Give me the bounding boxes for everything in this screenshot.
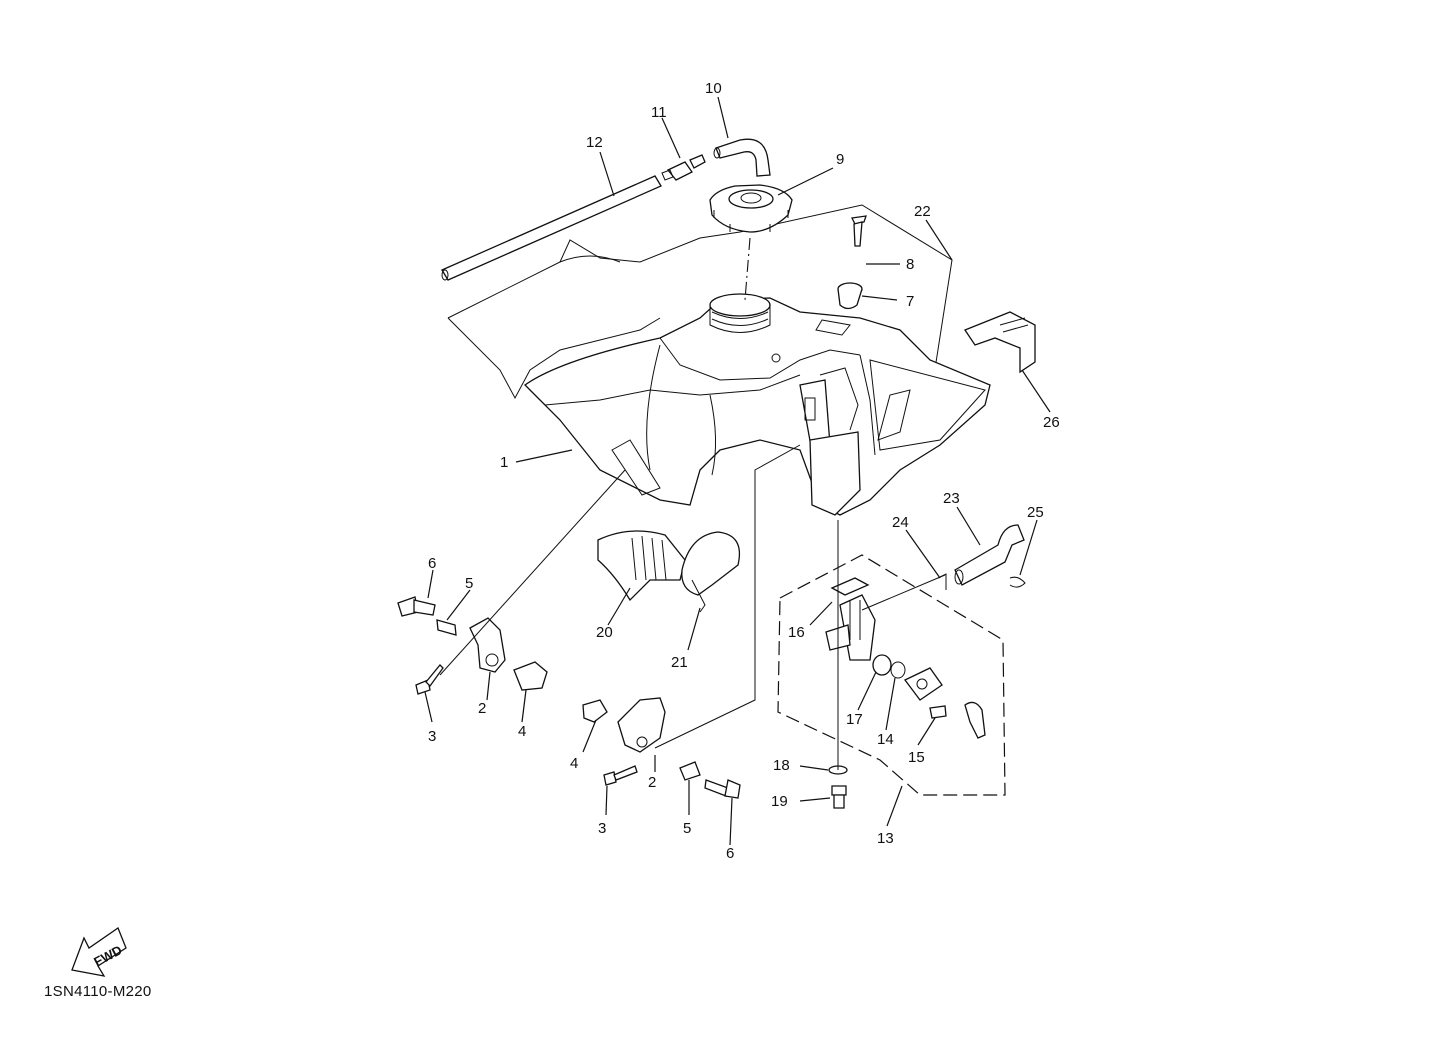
- callout-5-left: 5: [465, 575, 473, 592]
- fuel-cap: [709, 184, 793, 233]
- callout-4-left: 4: [518, 723, 526, 740]
- fuel-cock-assembly: [777, 554, 1006, 809]
- callout-11: 11: [651, 104, 667, 121]
- tank-cover-26: [964, 311, 1036, 374]
- vent-hose: [441, 175, 662, 281]
- callout-2-left: 2: [478, 700, 486, 717]
- callout-22: 22: [914, 203, 931, 220]
- callout-18: 18: [773, 757, 790, 774]
- callout-5-right: 5: [683, 820, 691, 837]
- callout-14: 14: [877, 731, 894, 748]
- hose-fitting: [661, 154, 706, 181]
- callout-13: 13: [877, 830, 894, 847]
- fwd-arrow-icon: FWD: [71, 927, 127, 977]
- fuel-tank: [523, 293, 991, 516]
- callout-17: 17: [846, 711, 863, 728]
- fuel-hose-23: [954, 524, 1025, 586]
- callout-24: 24: [892, 514, 909, 531]
- left-bracket-assembly: [397, 596, 548, 695]
- right-bracket-assembly: [582, 697, 741, 799]
- callout-1: 1: [500, 454, 508, 471]
- callout-26: 26: [1043, 414, 1060, 431]
- screw-8: [851, 215, 867, 247]
- callout-25: 25: [1027, 504, 1044, 521]
- callout-labels: 1 2 2 3 3 4 4 5 5 6 6 7 8 9 10 11 12 13 …: [428, 80, 1060, 862]
- callout-12: 12: [586, 134, 603, 151]
- callout-15: 15: [908, 749, 925, 766]
- clip-25: [1009, 576, 1026, 588]
- callout-21: 21: [671, 654, 688, 671]
- callout-16: 16: [788, 624, 805, 641]
- callout-7: 7: [906, 293, 914, 310]
- callout-8: 8: [906, 256, 914, 273]
- callout-23: 23: [943, 490, 960, 507]
- callout-6-left: 6: [428, 555, 436, 572]
- callout-10: 10: [705, 80, 722, 97]
- clamp-band-20: [597, 530, 686, 602]
- callout-3-right: 3: [598, 820, 606, 837]
- callout-3-left: 3: [428, 728, 436, 745]
- leader-lines: [424, 96, 1051, 846]
- callout-9: 9: [836, 151, 844, 168]
- callout-19: 19: [771, 793, 788, 810]
- tank-decal-outline: [447, 204, 953, 400]
- callout-4-right: 4: [570, 755, 578, 772]
- callout-20: 20: [596, 624, 613, 641]
- callout-2-right: 2: [648, 774, 656, 791]
- center-lines: [439, 237, 946, 770]
- callout-6-right: 6: [726, 845, 734, 862]
- strap-21: [681, 531, 741, 613]
- breather-hose: [713, 138, 771, 177]
- damper-7: [837, 282, 863, 310]
- drawing-code: 1SN4110-M220: [44, 983, 152, 1000]
